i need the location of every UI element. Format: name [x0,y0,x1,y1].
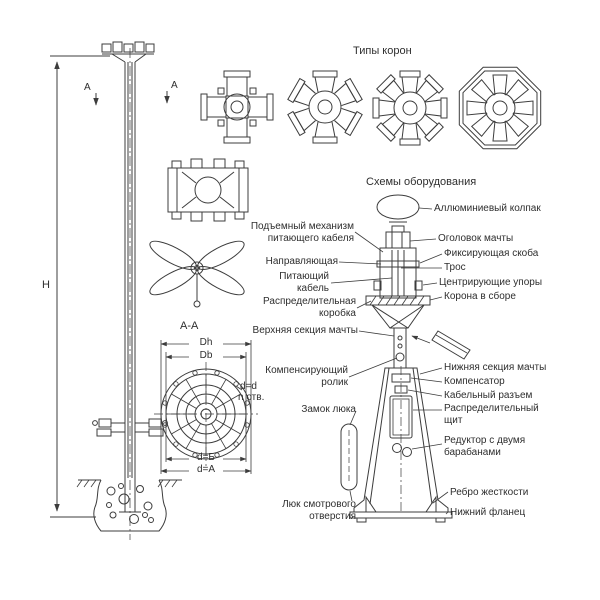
dim-hole-note-2: n отв. [238,392,265,403]
label-feeding-cable: Питающий кабель [279,271,329,294]
label-leaders [330,207,449,515]
mast-head-shape [385,225,411,249]
bottom-flange-shape [349,511,453,519]
label-aluminum-cap: Аллюминиевый колпак [434,203,541,214]
label-mast-head: Оголовок мачты [438,233,514,244]
leader-lower-section [419,367,443,375]
crown-assembly-shape [365,295,431,329]
label-centering-stops: Центрирующие упоры [439,277,543,288]
label-bottom-flange: Нижний фланец [450,507,526,518]
leader-junction-box [356,300,372,309]
leader-fixing-clamp [419,253,443,264]
leader-hatch-lock [349,410,357,426]
label-rope: Трос [444,262,466,273]
dim-d-b: d=Б [197,452,215,463]
label-cable-connector: Кабельный разъем [444,390,533,401]
clamp-detail [411,330,471,360]
leader-crown-assembly [429,296,443,301]
label-stiffening-rib: Ребро жесткости [450,487,529,498]
section-a-a [154,340,258,474]
mast-top-crown [101,41,155,63]
dim-hole-note-1: d=d [240,381,257,392]
section-dimensions [160,340,252,474]
label-crown-assembly: Корона в сборе [444,291,516,302]
lower-section-tower [349,366,453,523]
label-compensator: Компенсатор [444,376,505,387]
label-switchboard: Распределительный щит [444,403,539,426]
leader-mast-head [409,238,437,242]
mast-stub [393,327,407,369]
crown-type-1-cross [200,70,274,144]
leader-upper-section [358,330,395,337]
compensating-roller-shape [395,352,405,362]
cable-connector-shape [394,385,408,394]
dim-db: Db [199,350,213,361]
leader-cap [418,207,433,210]
inspection-hatch-door [340,423,358,491]
leader-cable-connector [407,389,443,397]
label-lower-mast-section: Нижняя секция мачты [444,362,547,373]
foundation [76,479,182,532]
dim-section-cut-right: A [171,80,178,91]
label-inspection-hatch: Люк смотрового отверстия [282,499,356,522]
dim-height: H [42,279,50,291]
leader-feeding-cable [330,277,393,284]
switchboard-shape [389,395,413,439]
leader-compensator [410,377,443,383]
aluminum-cap-shape [376,194,420,220]
leader-guide [338,261,382,265]
leader-hoist [354,231,384,253]
lowered-crown-cluster [92,418,168,437]
label-reducer: Редуктор с двумя барабанами [444,435,526,458]
bolt-holes [162,370,250,458]
centering-stop-right [414,280,423,291]
dim-d-a: d=A [196,464,216,475]
leader-roller [348,357,398,378]
title-crown-types: Типы корон [353,45,412,57]
dim-section-cut-left: A [84,82,91,93]
upper-section-body [373,247,423,299]
crown-front-view [167,158,249,222]
leader-stiffening-rib [432,491,449,504]
leader-reducer [411,443,443,450]
crown-type-4-octagon [458,66,542,150]
leader-inspection-hatch [349,490,353,502]
title-equipment-schemes: Схемы оборудования [366,176,477,188]
leader-bottom-flange [445,511,449,515]
mast-elevation [50,41,182,540]
label-upper-mast-section: Верхняя секция мачты [252,325,358,336]
crown-type-3-eight-arm [372,70,448,146]
label-hatch-lock: Замок люка [301,404,356,415]
label-junction-box: Распределительная коробка [263,296,356,319]
title-section-view: A-A [180,320,199,332]
crown-folded-view [149,240,245,308]
label-guide: Направляющая [265,256,338,267]
compensator-shape [391,373,411,383]
dim-dh: Dh [199,337,213,348]
label-compensating-roller: Компенсирующий ролик [265,365,348,388]
reducer-drum-2 [402,447,412,457]
reducer-drum-1 [392,443,402,453]
crown-type-2-six-arm [287,70,363,144]
label-hoist-mechanism: Подъемный механизм питающего кабеля [250,221,354,244]
leader-centering-stops [422,282,438,286]
centering-stop-left [373,280,382,291]
label-fixing-clamp: Фиксирующая скоба [444,248,539,259]
